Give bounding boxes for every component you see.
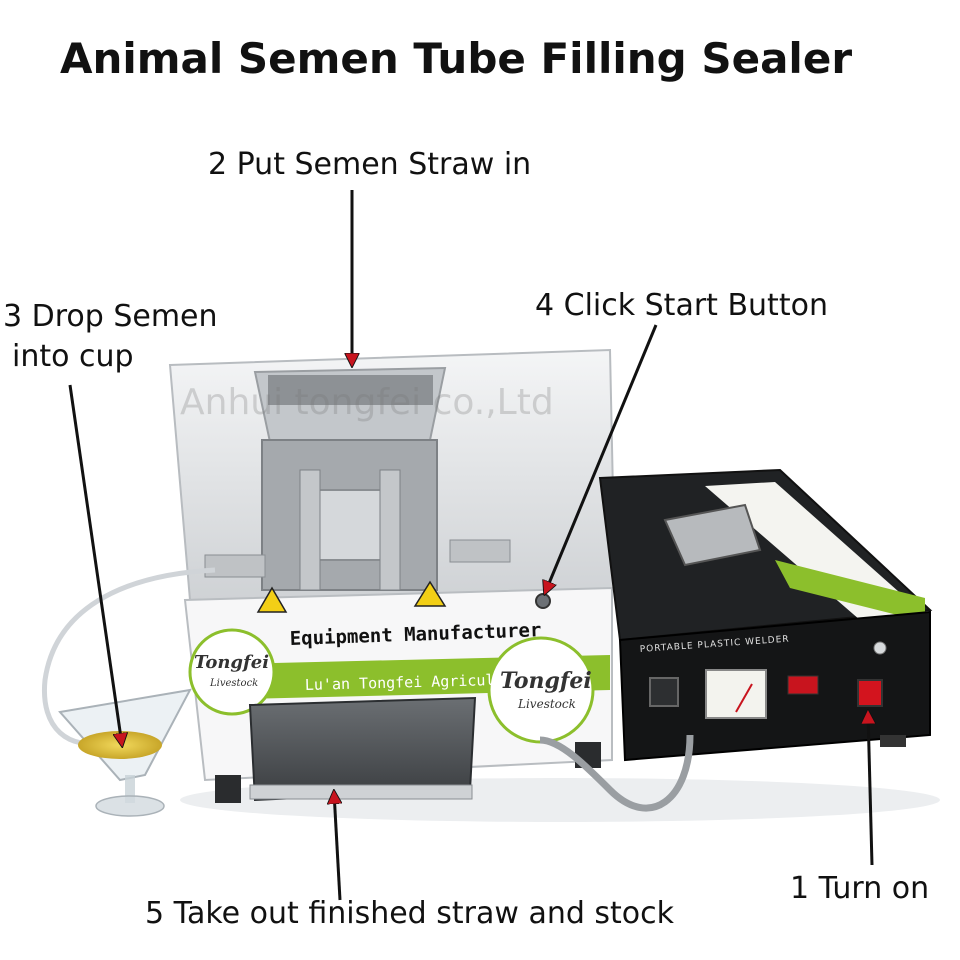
right-rail [449, 539, 511, 563]
feeder-slot [268, 375, 433, 405]
step2-label: 2 Put Semen Straw in [208, 147, 532, 182]
semen-cup [58, 688, 192, 817]
chute-lip [249, 784, 473, 800]
step1-label: 1 Turn on [790, 871, 930, 906]
brand-logo-right-text: Tongfei [500, 668, 592, 694]
ammeter-needle [735, 683, 753, 713]
mechanism-roller-2 [379, 469, 401, 591]
cup-base [95, 795, 165, 817]
brand-logo-left-text: Tongfei [194, 652, 269, 673]
left-rail [204, 554, 266, 578]
semen-tube [41, 567, 216, 747]
arrow-step5 [334, 792, 340, 901]
warning-sticker-right [413, 580, 447, 607]
filling-machine [168, 348, 617, 803]
welder-foot [880, 735, 906, 747]
welder-front [618, 610, 931, 762]
arrow-step1 [868, 712, 872, 866]
portable-welder [598, 468, 933, 762]
step3-label-line1: 3 Drop Semen [3, 299, 218, 334]
arrow-step4 [545, 324, 658, 593]
arrow-step3 [68, 384, 122, 745]
brand-logo-left [188, 628, 276, 716]
mechanism-block [309, 489, 391, 561]
welder-side-strip [775, 560, 925, 622]
indicator-light [873, 641, 887, 655]
brand-strip-text: Lu'an Tongfei Agriculture [305, 670, 531, 694]
welder-socket [649, 677, 679, 707]
timer-switch [787, 675, 819, 695]
brand-logo-left-sub: Livestock [209, 678, 258, 689]
step3-label-line2: into cup [12, 339, 134, 374]
power-switch [857, 679, 883, 707]
step5-label: 5 Take out finished straw and stock [145, 896, 675, 931]
welder-cable [539, 734, 694, 812]
welder-handle [663, 503, 762, 567]
step4-label: 4 Click Start Button [535, 288, 828, 323]
brand-logo-right-sub: Livestock [517, 697, 576, 711]
start-button [535, 593, 551, 609]
mechanism-roller [299, 469, 321, 591]
page-title: Animal Semen Tube Filling Sealer [59, 34, 853, 83]
cup-stem [125, 775, 135, 803]
machine-foot-left [215, 775, 241, 803]
warning-sticker-left [256, 586, 288, 613]
watermark: Anhui tongfei co.,Ltd [180, 382, 554, 423]
